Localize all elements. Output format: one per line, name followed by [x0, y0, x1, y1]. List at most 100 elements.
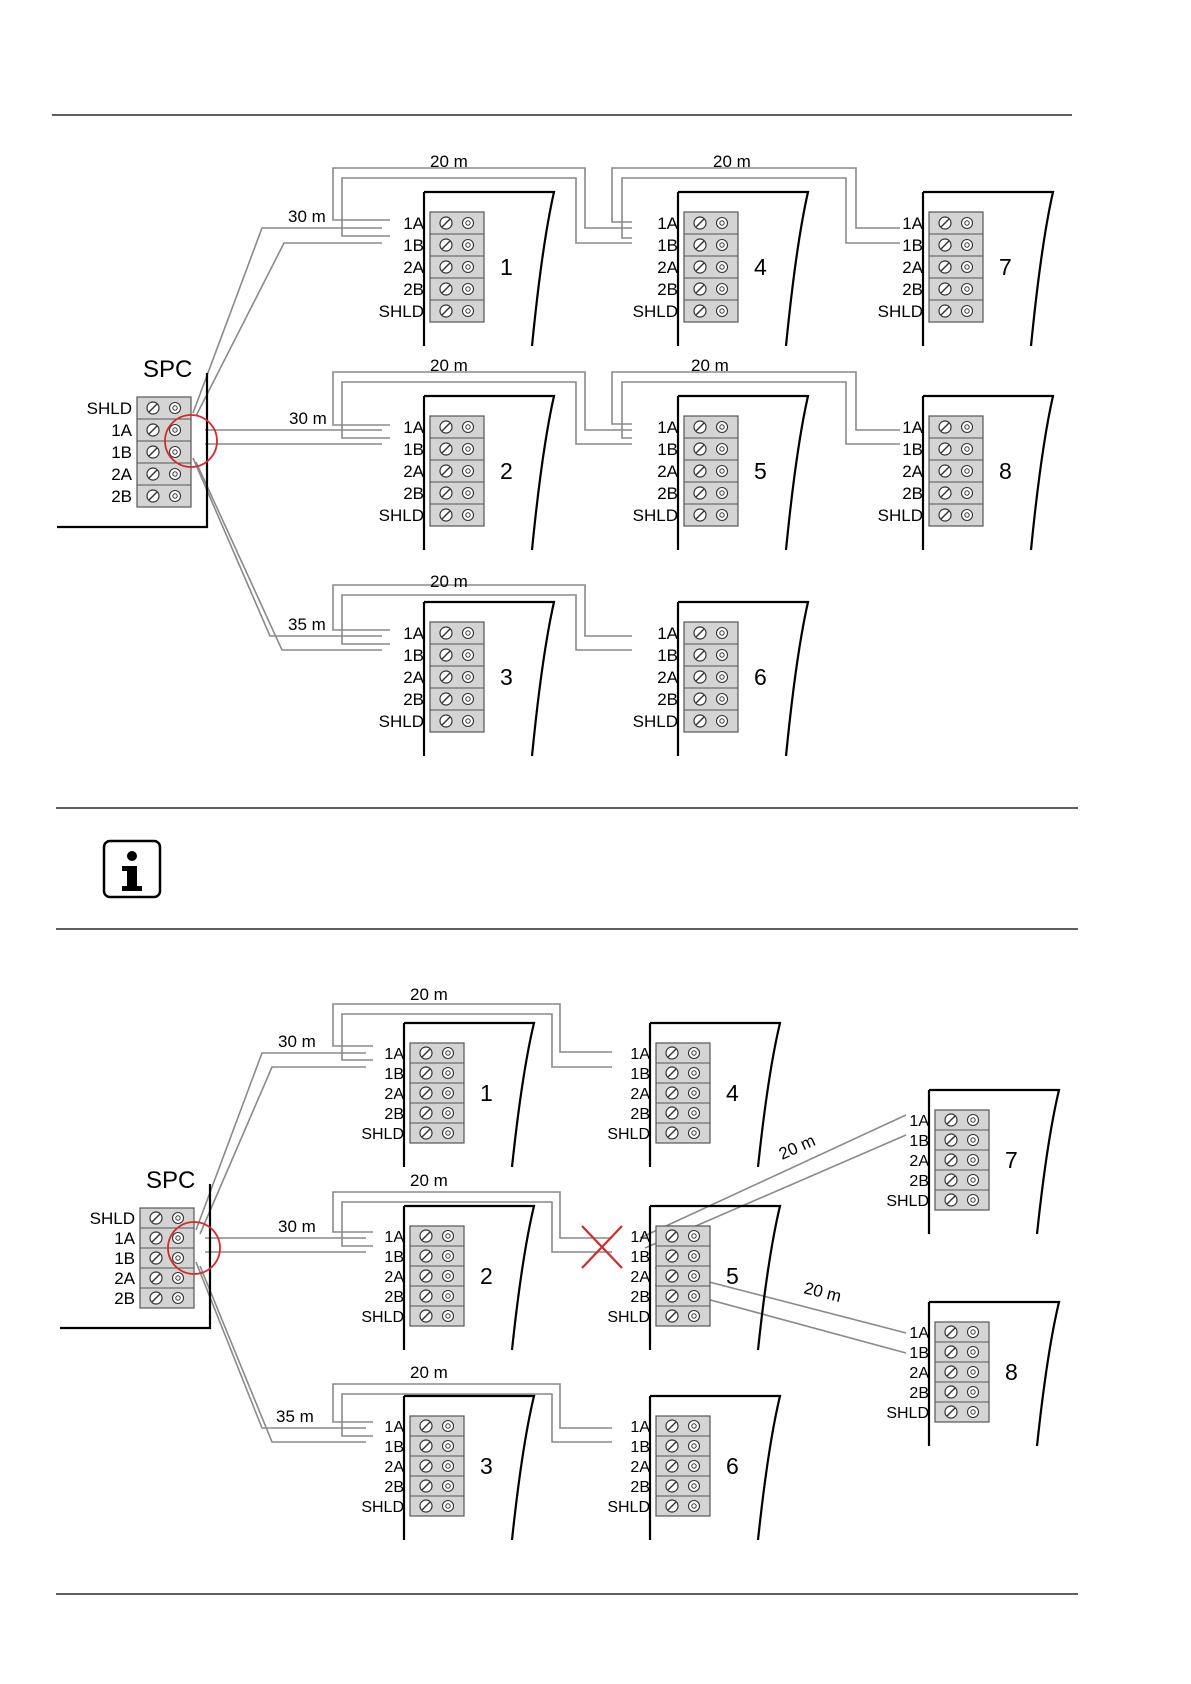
terminal-label-2b: 2B	[384, 1106, 404, 1123]
terminal-label-1a: 1A	[630, 1046, 650, 1063]
module-number-5: 5	[754, 458, 767, 484]
spc-terminal-2b: 2B	[111, 487, 132, 506]
distance-label-m3_to_6: 20 m	[410, 1363, 448, 1382]
module-number-6: 6	[754, 664, 767, 690]
spc-terminal-1b: 1B	[114, 1249, 135, 1268]
module-number-3: 3	[480, 1453, 493, 1479]
module-number-3: 3	[500, 664, 513, 690]
distance-label-spc_to_3: 35 m	[276, 1407, 314, 1426]
module-number-6: 6	[726, 1453, 739, 1479]
terminal-label-2b: 2B	[657, 280, 678, 299]
terminal-label-1a: 1A	[403, 418, 424, 437]
terminal-label-2a: 2A	[657, 462, 678, 481]
terminal-label-2a: 2A	[630, 1459, 650, 1476]
module-number-7: 7	[999, 254, 1012, 280]
terminal-label-1a: 1A	[657, 624, 678, 643]
terminal-label-2a: 2A	[902, 462, 923, 481]
wiring-diagram-star-invalid: SHLD1A1B2A2BSPC1A1B2A2BSHLD11A1B2A2BSHLD…	[60, 985, 1061, 1541]
spc-terminal-1a: 1A	[114, 1229, 135, 1248]
terminal-label-1b: 1B	[630, 1066, 650, 1083]
terminal-label-2a: 2A	[657, 258, 678, 277]
highlight-circle	[167, 1221, 221, 1275]
terminal-label-1a: 1A	[657, 418, 678, 437]
top-wires	[192, 167, 900, 651]
terminal-label-2b: 2B	[403, 280, 424, 299]
terminal-label-2b: 2B	[630, 1289, 650, 1306]
terminal-label-2b: 2B	[630, 1479, 650, 1496]
module-number-4: 4	[726, 1080, 739, 1106]
terminal-label-2a: 2A	[384, 1269, 404, 1286]
bottom-wires	[195, 1003, 907, 1443]
spc-terminal-2b: 2B	[114, 1289, 135, 1308]
terminal-label-1a: 1A	[657, 214, 678, 233]
spc-terminal-shld: SHLD	[87, 399, 132, 418]
terminal-label-1b: 1B	[630, 1249, 650, 1266]
terminal-label-1a: 1A	[384, 1046, 404, 1063]
distance-label-m5_to_8: 20 m	[691, 356, 729, 375]
terminal-label-shld: SHLD	[886, 1405, 929, 1422]
terminal-label-shld: SHLD	[607, 1499, 650, 1516]
module-number-8: 8	[999, 458, 1012, 484]
spc-label: SPC	[146, 1167, 195, 1194]
terminal-label-1a: 1A	[403, 624, 424, 643]
terminal-label-shld: SHLD	[878, 506, 923, 525]
terminal-label-1a: 1A	[630, 1229, 650, 1246]
distance-label-spc_to_1: 30 m	[278, 1032, 316, 1051]
terminal-label-2b: 2B	[403, 484, 424, 503]
terminal-label-1b: 1B	[657, 646, 678, 665]
terminal-label-2b: 2B	[909, 1385, 929, 1402]
module-number-5: 5	[726, 1263, 739, 1289]
terminal-label-shld: SHLD	[607, 1309, 650, 1326]
terminal-label-1a: 1A	[909, 1325, 929, 1342]
terminal-label-2a: 2A	[403, 668, 424, 687]
terminal-label-shld: SHLD	[607, 1126, 650, 1143]
terminal-label-shld: SHLD	[878, 302, 923, 321]
module-number-2: 2	[480, 1263, 493, 1289]
terminal-label-2a: 2A	[384, 1459, 404, 1476]
spc-terminal-2a: 2A	[111, 465, 132, 484]
terminal-label-1b: 1B	[403, 440, 424, 459]
terminal-label-1b: 1B	[657, 236, 678, 255]
terminal-label-1b: 1B	[384, 1066, 404, 1083]
spc-terminal-2a: 2A	[114, 1269, 135, 1288]
terminal-label-1a: 1A	[384, 1229, 404, 1246]
terminal-label-2b: 2B	[909, 1173, 929, 1190]
terminal-label-shld: SHLD	[361, 1499, 404, 1516]
distance-label-m1_to_4: 20 m	[410, 985, 448, 1004]
terminal-label-2a: 2A	[909, 1365, 929, 1382]
terminal-label-2a: 2A	[384, 1086, 404, 1103]
terminal-label-1b: 1B	[902, 440, 923, 459]
terminal-label-2a: 2A	[902, 258, 923, 277]
terminal-label-2a: 2A	[909, 1153, 929, 1170]
terminal-label-2a: 2A	[403, 462, 424, 481]
terminal-label-2b: 2B	[902, 280, 923, 299]
module-number-7: 7	[1005, 1147, 1018, 1173]
terminal-label-2b: 2B	[630, 1106, 650, 1123]
info-icon	[102, 839, 162, 899]
distance-label-m2_to_5: 20 m	[430, 356, 468, 375]
terminal-label-shld: SHLD	[361, 1309, 404, 1326]
spc-terminal-shld: SHLD	[90, 1209, 135, 1228]
distance-label-spc_to_1: 30 m	[288, 207, 326, 226]
distance-label-m4_to_7: 20 m	[713, 152, 751, 171]
highlight-circle	[164, 414, 218, 468]
terminal-label-2a: 2A	[403, 258, 424, 277]
terminal-label-shld: SHLD	[886, 1193, 929, 1210]
terminal-label-1a: 1A	[909, 1113, 929, 1130]
terminal-label-1a: 1A	[403, 214, 424, 233]
module-number-1: 1	[500, 254, 513, 280]
module-number-4: 4	[754, 254, 767, 280]
terminal-label-shld: SHLD	[379, 506, 424, 525]
distance-label-spc_to_2: 30 m	[278, 1217, 316, 1236]
